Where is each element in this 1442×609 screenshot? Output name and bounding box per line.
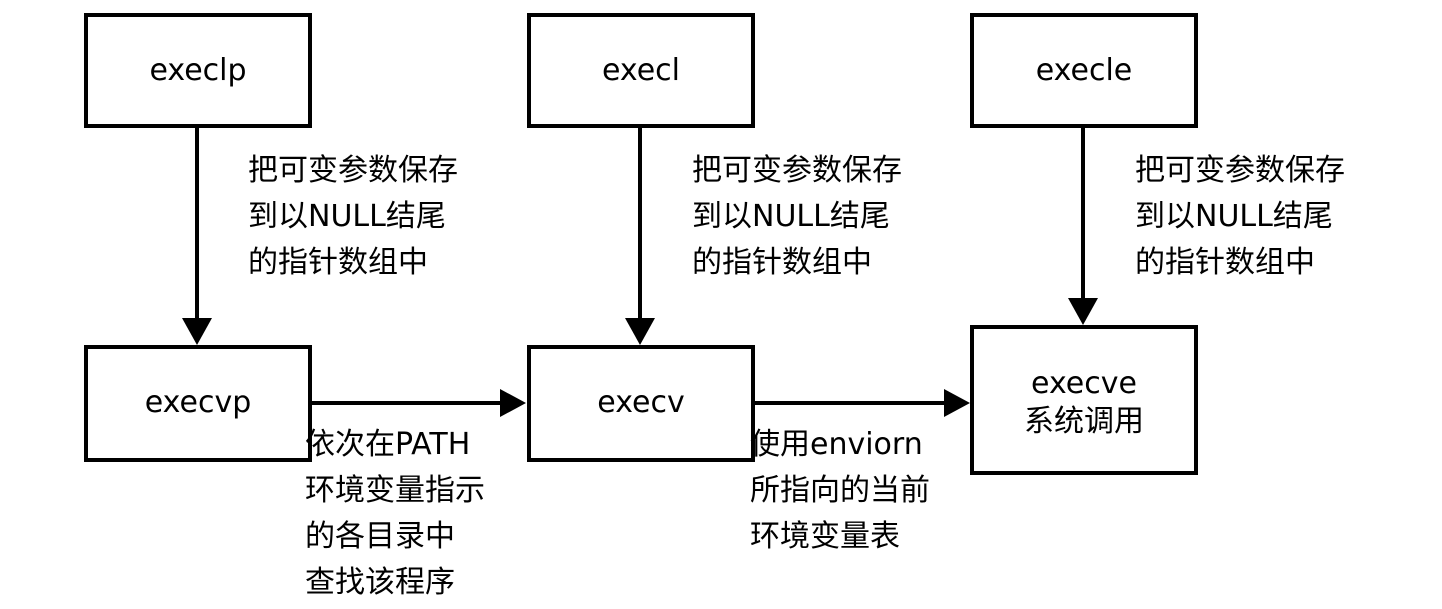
arrowhead-execve-left (944, 389, 970, 417)
execv-box: execv (527, 345, 755, 462)
note-line: 的指针数组中 (248, 245, 428, 280)
note-line: 使用enviorn (750, 427, 923, 462)
note-execvp-to-execv: 依次在PATH 环境变量指示 的各目录中 查找该程序 (305, 422, 485, 606)
note-line: 的指针数组中 (692, 245, 872, 280)
execlp-box: execlp (84, 13, 312, 128)
arrowhead-execv-left (500, 389, 526, 417)
note-line: 到以NULL结尾 (248, 199, 446, 234)
arrowhead-execvp (182, 318, 212, 345)
execle-box: execle (970, 13, 1198, 128)
execvp-box: execvp (84, 345, 312, 462)
note-line: 所指向的当前 (750, 473, 930, 508)
arrowhead-execve (1068, 298, 1098, 325)
note-line: 依次在PATH (305, 427, 471, 462)
note-execle-to-execve: 把可变参数保存 到以NULL结尾 的指针数组中 (1135, 148, 1345, 286)
execlp-label: execlp (149, 53, 247, 88)
note-line: 到以NULL结尾 (1135, 199, 1333, 234)
note-line: 的指针数组中 (1135, 245, 1315, 280)
note-execlp-to-execvp: 把可变参数保存 到以NULL结尾 的指针数组中 (248, 148, 458, 286)
execve-box: execve 系统调用 (970, 325, 1198, 475)
execl-box: execl (527, 13, 755, 128)
note-line: 把可变参数保存 (248, 153, 458, 188)
note-execv-to-execve: 使用enviorn 所指向的当前 环境变量表 (750, 422, 930, 560)
note-line: 把可变参数保存 (692, 153, 902, 188)
note-line: 查找该程序 (305, 565, 455, 600)
note-line: 环境变量表 (750, 519, 900, 554)
note-execl-to-execv: 把可变参数保存 到以NULL结尾 的指针数组中 (692, 148, 902, 286)
note-line: 把可变参数保存 (1135, 153, 1345, 188)
arrowhead-execv (625, 318, 655, 345)
execl-label: execl (601, 53, 681, 88)
note-line: 的各目录中 (305, 519, 455, 554)
execvp-label: execvp (144, 385, 252, 420)
execv-label: execv (597, 385, 685, 420)
execve-label: execve (1031, 366, 1137, 401)
note-line: 到以NULL结尾 (692, 199, 890, 234)
execve-sublabel: 系统调用 (1024, 404, 1144, 439)
note-line: 环境变量指示 (305, 473, 485, 508)
execle-label: execle (1035, 53, 1133, 88)
